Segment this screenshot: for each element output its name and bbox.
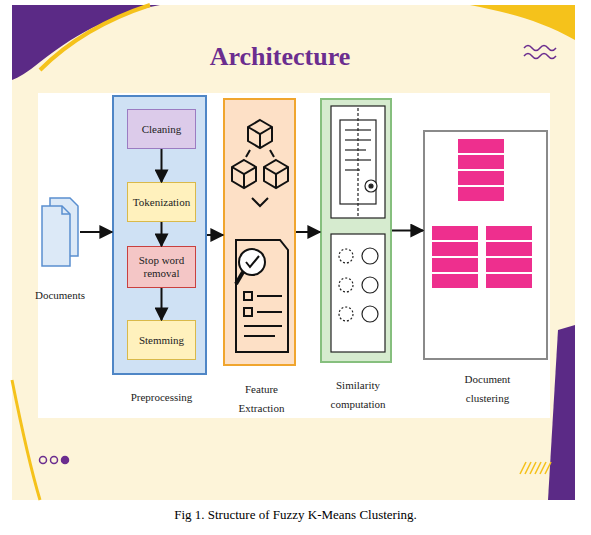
icon-part	[486, 274, 532, 288]
corner-arc	[12, 380, 40, 500]
icon-part	[51, 457, 58, 464]
icon-part	[432, 226, 478, 240]
option-circles-icon	[331, 234, 385, 352]
icon-part	[458, 171, 504, 185]
icon-part	[244, 308, 252, 316]
icon-part	[486, 258, 532, 272]
stage-panel: Similarity computation	[320, 98, 392, 363]
icon-part	[486, 242, 532, 256]
slide-title: Architecture	[0, 42, 560, 72]
icon-part	[545, 462, 551, 474]
flow-arrow	[207, 234, 223, 236]
stage-label: Preprocessing	[114, 388, 209, 407]
icon-part	[345, 139, 371, 140]
icon-part	[264, 160, 288, 188]
icon-part	[339, 307, 353, 321]
wave-lines	[524, 46, 556, 59]
stage-label: Similarity computation	[322, 376, 394, 413]
icon-part	[62, 457, 69, 464]
corner-shape	[470, 5, 575, 40]
network-icon	[232, 120, 288, 206]
icon-part	[432, 274, 478, 288]
icon-part	[248, 127, 272, 148]
compare-doc-icon	[331, 106, 385, 218]
slide-panel	[12, 5, 575, 500]
icon-part	[486, 226, 532, 240]
step-label: Tokenization	[128, 183, 195, 221]
flow-arrow	[392, 230, 423, 232]
icon-part	[236, 272, 243, 284]
icon-part	[40, 457, 47, 464]
process-box: Stemming	[127, 320, 196, 360]
page-dots	[40, 457, 69, 464]
document-search-icon	[236, 240, 288, 352]
icon-part	[232, 167, 256, 188]
stage-panel: Document clustering	[423, 130, 548, 360]
cluster-bars	[432, 139, 532, 288]
icon-part	[458, 155, 504, 169]
icon-part	[248, 120, 272, 148]
front-page	[42, 206, 70, 266]
flow-arrow	[296, 231, 320, 233]
content-panel	[38, 93, 550, 418]
icon-part	[232, 160, 256, 188]
icon-part	[244, 335, 275, 337]
icon-part	[339, 249, 353, 263]
corner-blob	[12, 5, 160, 80]
stage-panel: Feature Extraction	[223, 98, 296, 366]
figure-caption: Fig 1. Structure of Fuzzy K-Means Cluste…	[0, 507, 591, 523]
icon-part	[362, 277, 378, 293]
process-box: Tokenization	[127, 182, 196, 222]
icon-part	[246, 150, 274, 206]
icon-part	[236, 240, 288, 352]
icon-part	[365, 180, 377, 192]
flow-arrow	[80, 231, 112, 233]
icon-part	[345, 129, 371, 130]
process-box: Cleaning	[127, 109, 196, 149]
icon-part	[264, 167, 288, 188]
icon-part	[331, 106, 385, 218]
icon-part	[362, 306, 378, 322]
icon-part	[357, 108, 358, 216]
page-fold	[62, 206, 70, 214]
corner-stroke	[40, 5, 150, 70]
stage-label: Document clustering	[450, 370, 525, 407]
icon-part	[331, 234, 385, 352]
icon-part	[362, 248, 378, 264]
stage-label: Feature Extraction	[225, 380, 298, 417]
icon-part	[244, 325, 282, 327]
stage-panel: PreprocessingCleaningTokenizationStop wo…	[112, 95, 207, 375]
icon-part	[345, 169, 360, 170]
flow-arrow	[161, 288, 163, 320]
document-icon: Documents	[40, 196, 80, 268]
icon-part	[345, 159, 371, 160]
icon-part	[244, 292, 252, 300]
icon-part	[458, 139, 504, 153]
hatch-lines	[520, 462, 551, 474]
step-label: Stop word removal	[128, 247, 195, 287]
icon-part	[246, 256, 259, 267]
icon-part	[257, 311, 282, 313]
icon-part	[432, 258, 478, 272]
icon-part	[339, 278, 353, 292]
flow-arrow	[161, 222, 163, 246]
icon-part	[345, 149, 366, 150]
step-label: Stemming	[128, 321, 195, 359]
stage-label: Documents	[15, 286, 105, 305]
icon-part	[432, 242, 478, 256]
icon-part	[340, 120, 376, 204]
icon-part	[239, 249, 265, 275]
icon-part	[257, 295, 282, 297]
document-pages	[40, 196, 80, 268]
step-label: Cleaning	[128, 110, 195, 148]
icon-part	[458, 187, 504, 201]
flow-arrow	[161, 149, 163, 182]
icon-part	[369, 184, 373, 188]
process-box: Stop word removal	[127, 246, 196, 288]
side-band	[548, 325, 575, 500]
